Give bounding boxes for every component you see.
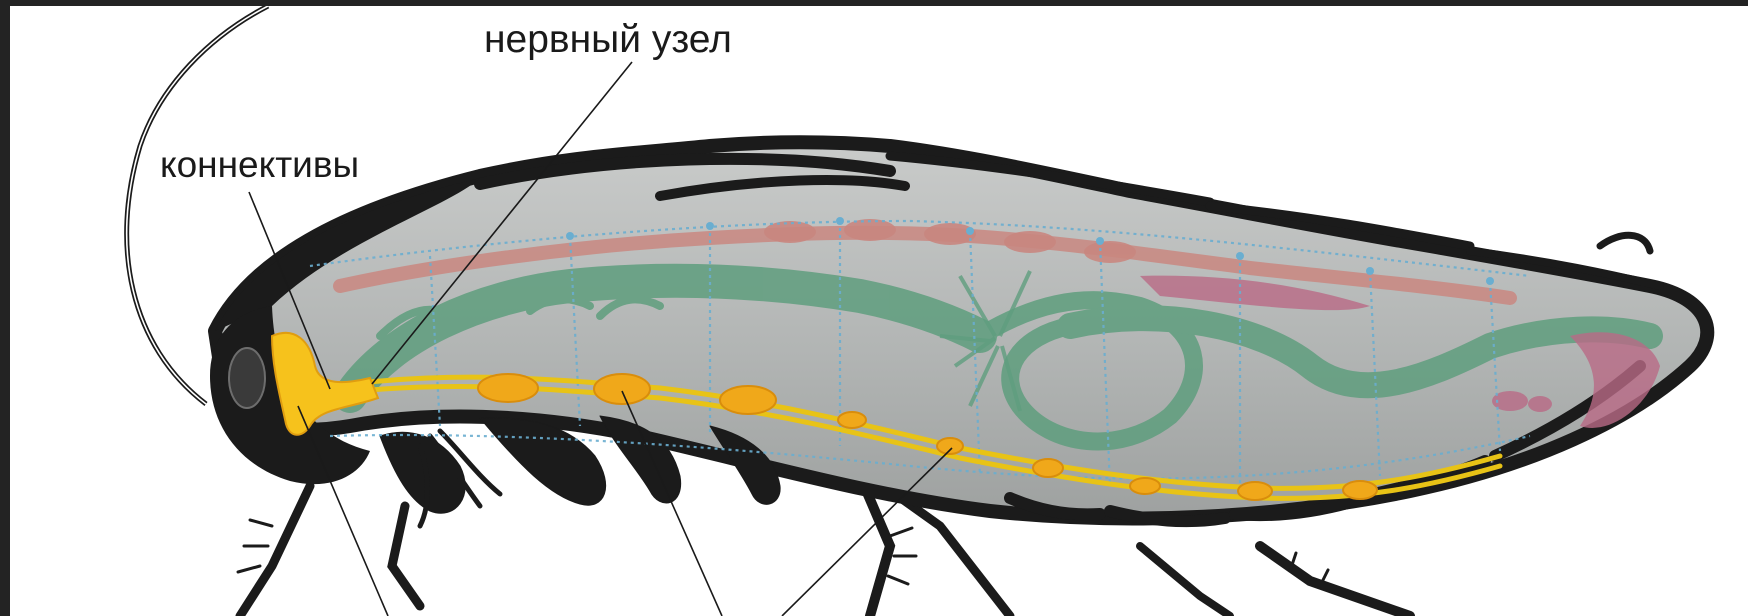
label-ganglion: нервный узел — [484, 20, 732, 59]
label-connectives: коннективы — [160, 146, 359, 183]
eye — [229, 348, 265, 408]
diagram-canvas: нервный узел коннективы — [10, 6, 1748, 616]
cockroach-illustration — [10, 6, 1748, 616]
